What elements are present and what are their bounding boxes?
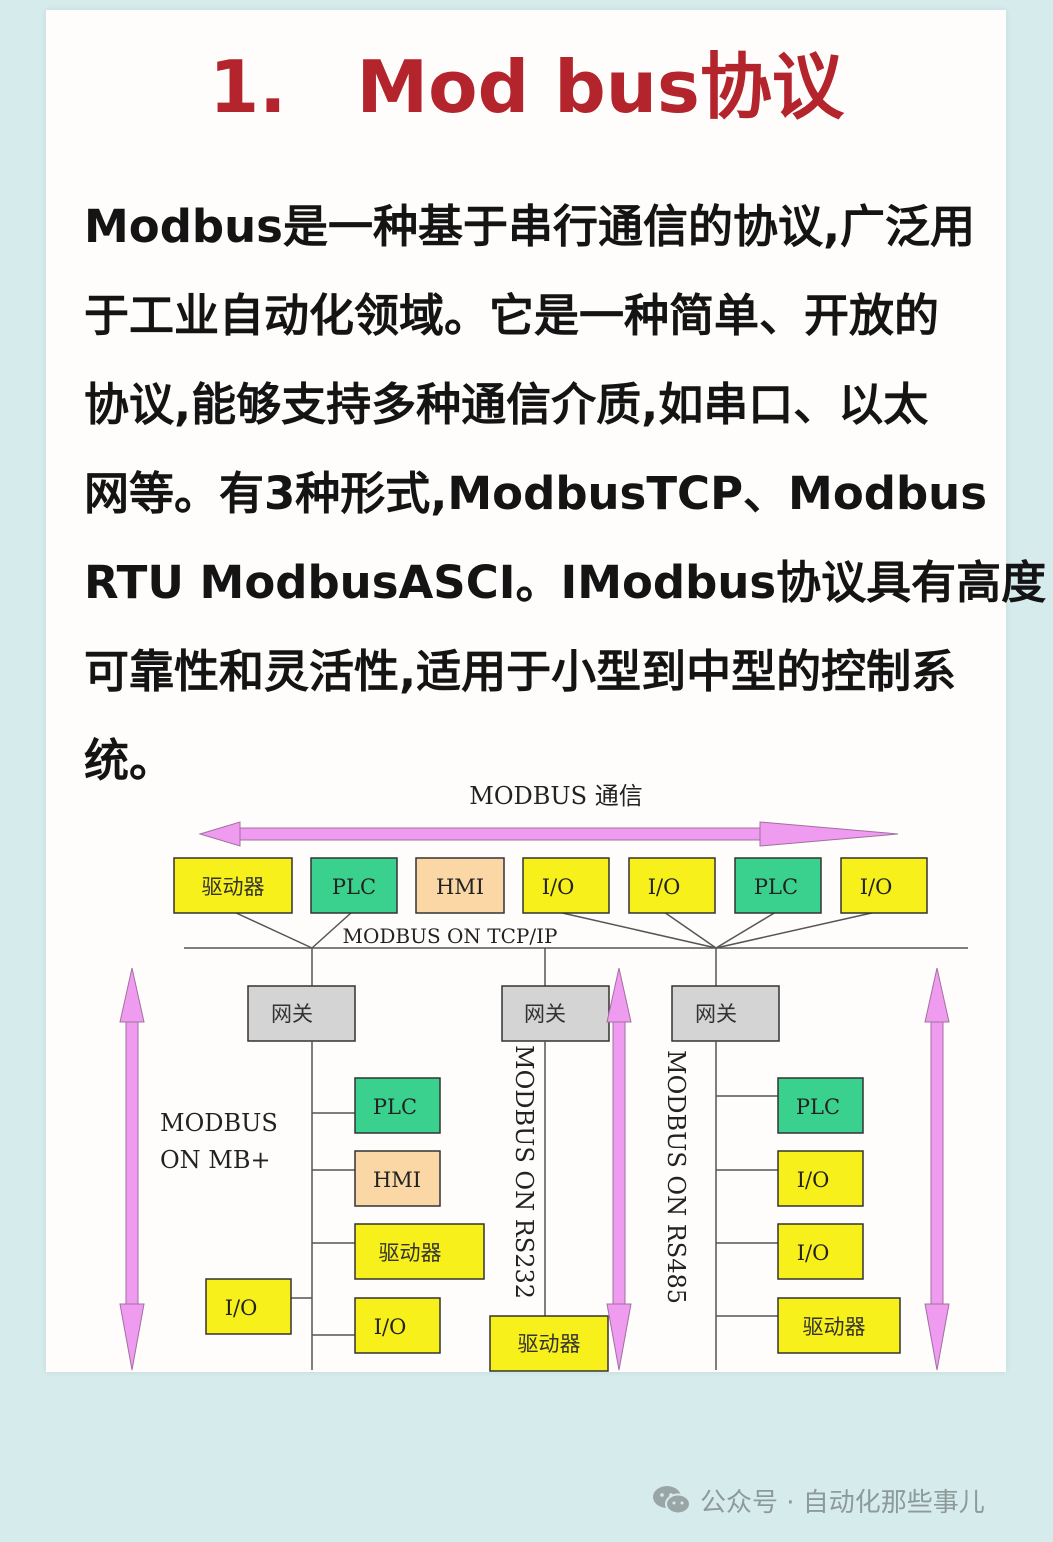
mb-plus-bus [291,1041,355,1370]
tcp-ip-label: MODBUS ON TCP/IP [343,924,558,948]
paragraph-line: 协议,能够支持多种通信介质,如串口、以太 [84,378,929,431]
device-label: I/O [542,875,575,899]
title-text: Mod bus协议 [356,45,844,129]
device-label: 驱动器 [379,1241,442,1265]
paragraph-line: RTU ModbusASCI。IModbus协议具有高度 [84,556,1047,609]
gateway-label: 网关 [524,1002,566,1026]
device-label: HMI [373,1168,421,1192]
wechat-footer: 公众号 · 自动化那些事儿 [652,1478,985,1522]
device-plc-box [734,857,822,914]
device-plc-box [777,1077,864,1134]
modbus-comm-label: MODBUS 通信 [469,782,642,810]
device-io-box [628,857,716,914]
left-bus-devices: PLC HMI 驱动器 I/O I/O [205,1077,485,1354]
device-io-box [522,857,610,914]
device-label: I/O [797,1241,830,1265]
device-label: PLC [796,1095,840,1119]
device-io-box [354,1297,441,1354]
title-number: 1. [209,45,287,129]
device-label: PLC [332,875,376,899]
device-drive-box [354,1223,485,1280]
device-plc-box [354,1077,441,1134]
rs485-bus [715,1041,778,1370]
paragraph-line: 于工业自动化领域。它是一种简单、开放的 [84,289,940,342]
rs232-label: MODBUS ON RS232 [510,1045,538,1299]
device-label: I/O [797,1168,830,1192]
content-card [46,10,1006,1372]
device-hmi-box [354,1150,441,1207]
gateway-box-middle [501,985,610,1042]
mb-plus-label-line1: MODBUS [160,1109,278,1137]
gateway-box-left [247,985,356,1042]
device-drive-box [777,1297,901,1354]
page-title: 1. Mod bus协议 [0,28,1053,133]
device-plc-box [310,857,398,914]
device-label: 驱动器 [202,875,265,899]
wechat-icon [653,1486,691,1515]
gateway-label: 网关 [271,1002,313,1026]
gateway-box-right [671,985,780,1042]
vertical-double-arrows [119,967,950,1371]
device-label: 驱动器 [803,1315,866,1339]
device-label: I/O [860,875,893,899]
gateway-row: 网关 网关 网关 [247,985,780,1042]
device-io-box-side [205,1278,292,1335]
mb-plus-label-line2: ON MB+ [160,1146,271,1174]
rs485-label: MODBUS ON RS485 [662,1050,690,1304]
gateway-label: 网关 [695,1002,737,1026]
device-io-box [777,1150,864,1207]
paragraph-line: Modbus是一种基于串行通信的协议,广泛用 [84,200,976,253]
device-label: PLC [754,875,798,899]
intro-paragraph: Modbus是一种基于串行通信的协议,广泛用 于工业自动化领域。它是一种简单、开… [84,182,1047,805]
paragraph-line: 网等。有3种形式,ModbusTCP、Modbus [84,467,987,520]
top-device-connectors [233,911,877,986]
device-drive-box [173,857,293,914]
footer-text: 公众号 · 自动化那些事儿 [700,1487,985,1518]
top-device-row: 驱动器 PLC HMI I/O I/O PLC I/O [173,857,928,914]
device-drive-box [489,1315,609,1372]
device-label: I/O [648,875,681,899]
device-io-box [840,857,928,914]
device-label: I/O [225,1296,258,1320]
device-io-box [777,1223,864,1280]
paragraph-line: 统。 [84,734,175,787]
top-double-arrow [198,821,899,847]
right-bus-devices: PLC I/O I/O 驱动器 [777,1077,901,1354]
device-label: HMI [436,875,484,899]
device-label: 驱动器 [518,1332,581,1356]
device-hmi-box [415,857,505,914]
paragraph-line: 可靠性和灵活性,适用于小型到中型的控制系 [84,645,957,698]
device-label: I/O [374,1315,407,1339]
device-label: PLC [373,1095,417,1119]
